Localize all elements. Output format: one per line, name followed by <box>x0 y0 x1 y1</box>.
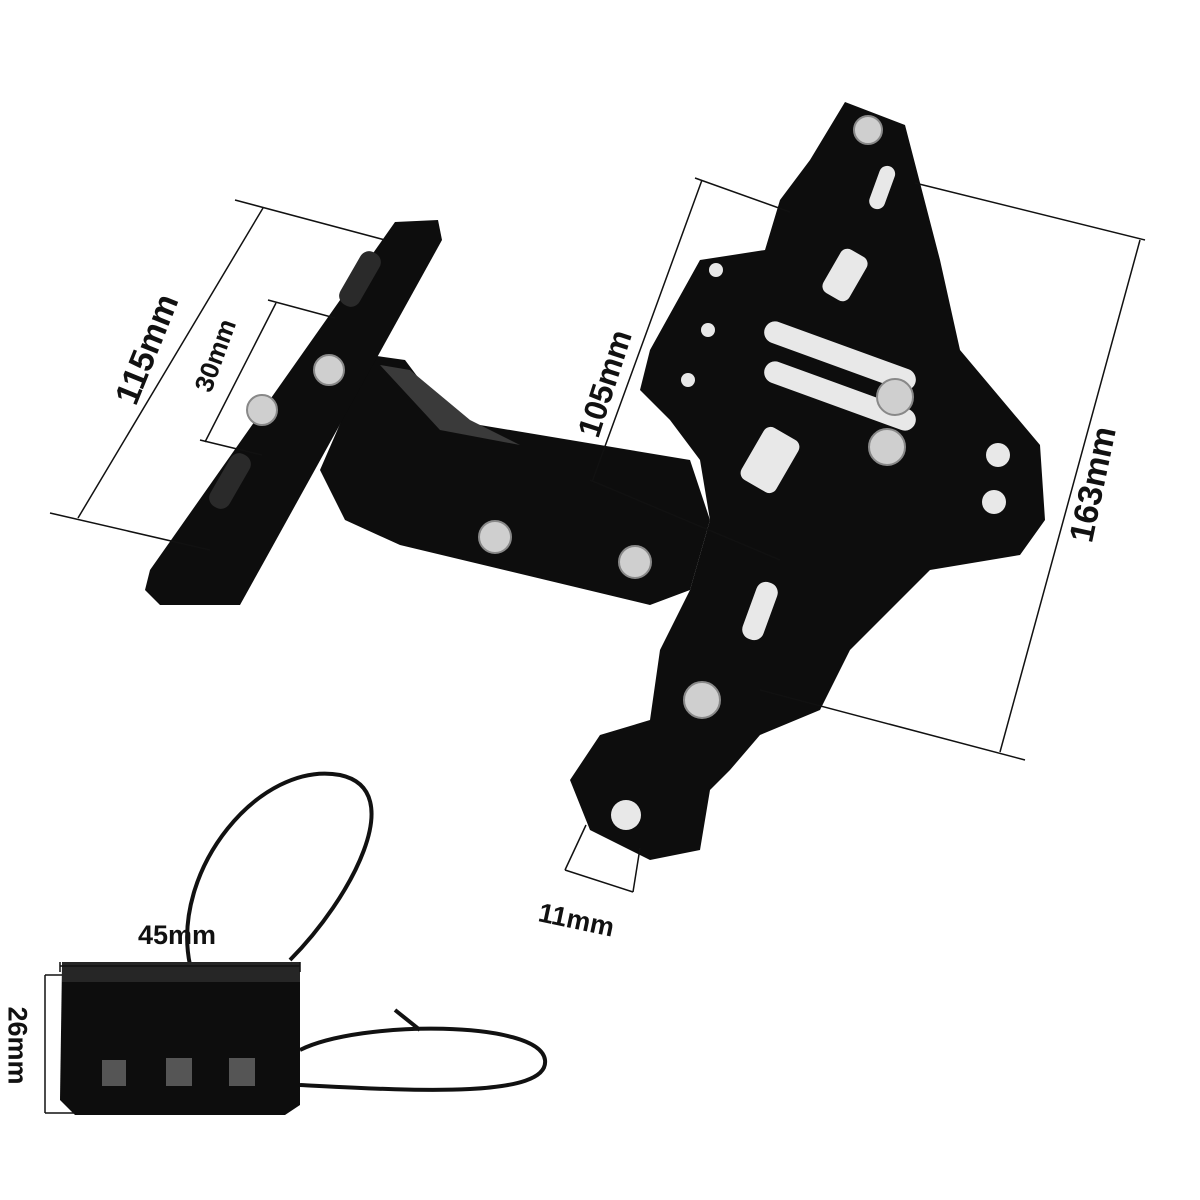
screws <box>246 115 914 719</box>
dimension-lines <box>44 177 1146 1114</box>
bracket-arm <box>320 355 710 605</box>
light-top-cap <box>62 962 300 982</box>
dimension-label-45mm: 45mm <box>138 920 217 950</box>
bracket-holes <box>611 165 1010 830</box>
dimension-label-26mm: 26mm <box>2 1006 33 1085</box>
main-bracket <box>570 102 1045 860</box>
led-chips <box>102 1058 255 1086</box>
license-light <box>60 965 300 1115</box>
license-plate-mount <box>145 220 442 605</box>
light-cable <box>185 771 548 1092</box>
plate-slot-bottom <box>209 453 251 509</box>
plate-slot-top <box>339 251 381 307</box>
arm-highlight <box>380 365 520 445</box>
